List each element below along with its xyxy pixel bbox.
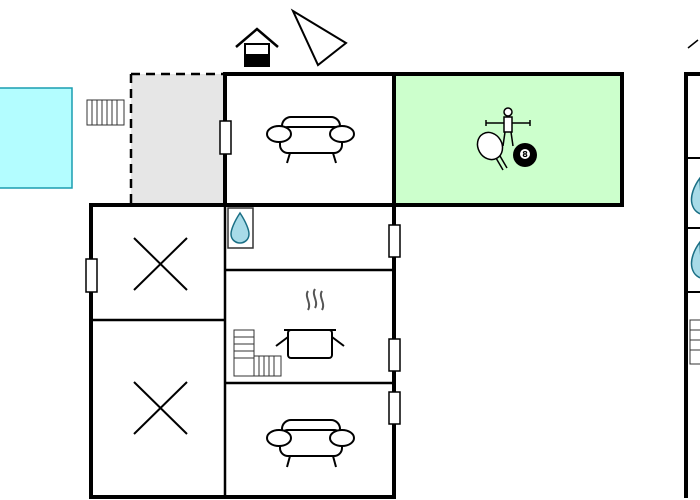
table-football-icon xyxy=(485,107,531,147)
water-drop-icon xyxy=(690,240,700,279)
covered-area xyxy=(129,72,225,204)
inner-walls xyxy=(91,205,394,497)
window xyxy=(219,120,232,155)
sofa-icon xyxy=(266,419,355,468)
entrance-icon xyxy=(235,27,279,67)
window xyxy=(388,338,401,372)
billiard-ball-icon: 8 xyxy=(513,143,537,167)
bed-cross-icon xyxy=(133,381,188,435)
outdoor-stairs-icon xyxy=(86,99,125,126)
cooking-pot-icon xyxy=(275,288,345,359)
table-tennis-icon xyxy=(476,131,508,171)
window xyxy=(388,391,401,425)
water-drop-icon xyxy=(227,207,254,249)
inner-stairs-icon xyxy=(233,329,282,377)
north-compass-icon xyxy=(290,8,348,67)
swimming-pool xyxy=(0,87,73,189)
inner-stairs-icon xyxy=(689,319,700,365)
billiard-ball-number: 8 xyxy=(522,150,528,159)
activity-room xyxy=(394,74,622,205)
bed-cross-icon xyxy=(133,237,188,291)
sofa-icon xyxy=(266,116,355,164)
right-wing xyxy=(684,39,700,498)
water-drop-icon xyxy=(690,176,700,215)
window xyxy=(85,258,98,293)
windows xyxy=(85,120,401,425)
window xyxy=(388,224,401,258)
